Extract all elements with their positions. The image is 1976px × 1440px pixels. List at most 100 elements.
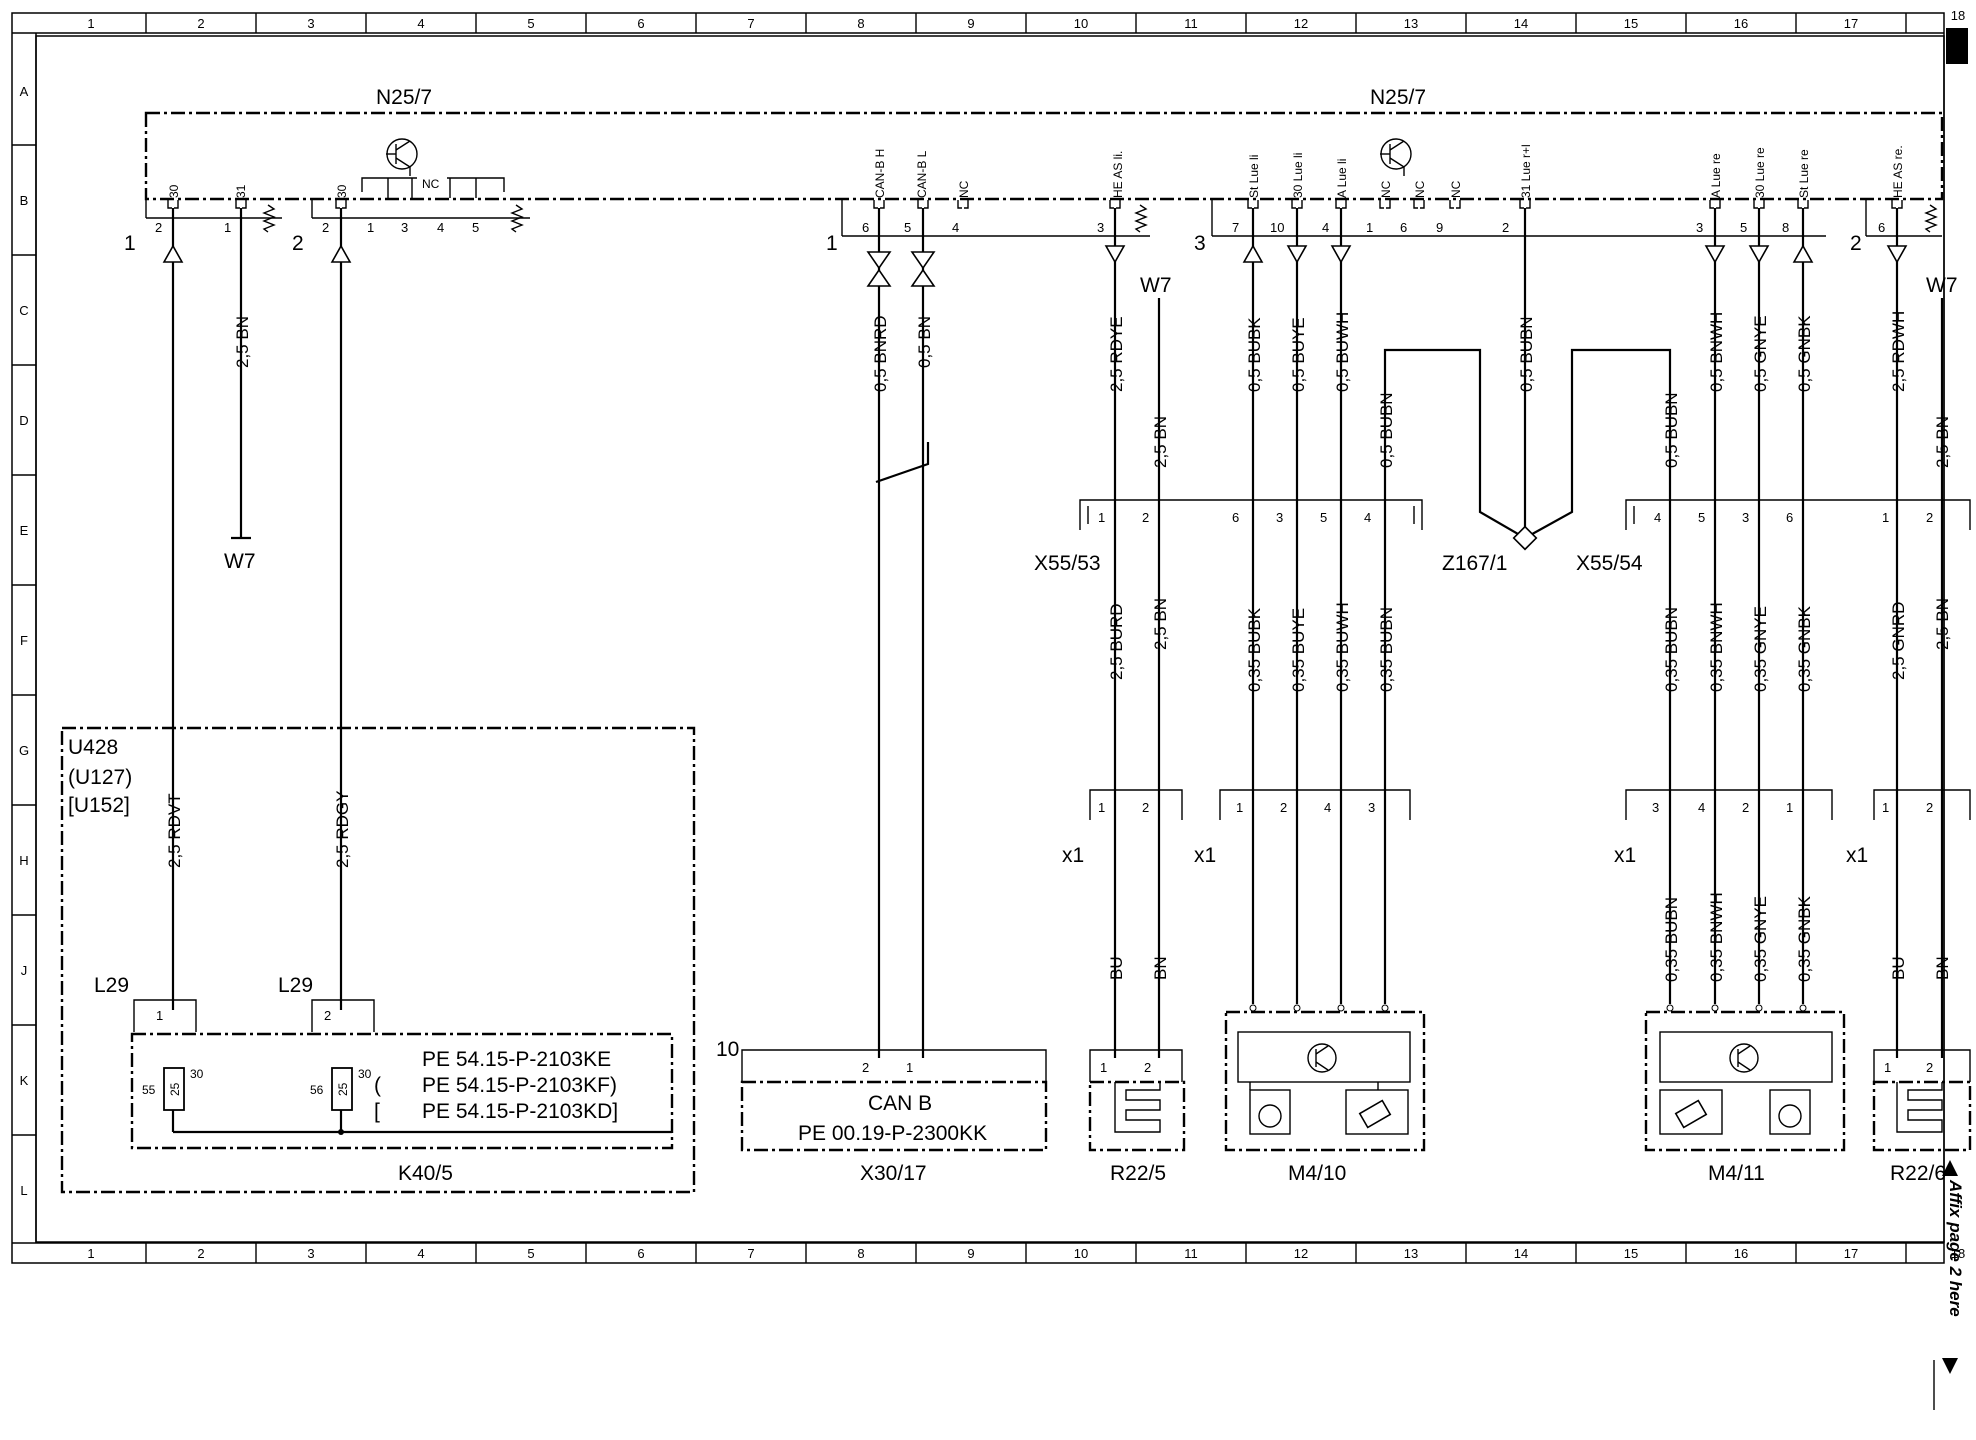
pin-label: St Lue re [1797,149,1811,198]
pin-number: 1 [1100,1060,1107,1075]
col-label: 7 [747,16,754,31]
pin-number: 3 [1368,800,1375,815]
r22-5-heater: 1 2 R22/5 [1088,1049,1186,1185]
row-label: D [19,413,28,428]
component-label-r22-5: R22/5 [1110,1162,1166,1185]
n25-7-module: N25/7 N25/7 1 2 1 3 2 [124,86,1944,255]
wire-label: 0,5 GNBK [1795,315,1814,392]
pin-number: 2 [322,220,329,235]
r22-6-heater: 1 2 R22/6 [1872,1049,1972,1185]
k40-5-relay: 30 55 25 30 56 25 PE 54.15-P-2103KE ( PE… [130,1032,674,1185]
wire-label: 0,5 GNYE [1751,315,1770,392]
wire-label: BU [1107,956,1126,980]
pin-label: NC [422,177,440,191]
pin-number: 3 [1652,800,1659,815]
pin-label: 30 Lue re [1753,147,1767,198]
connector-number: 2 [292,232,304,255]
wire-label: 0,35 GNBK [1795,895,1814,982]
reference-note: PE 54.15-P-2103KE [422,1048,611,1071]
pin-label: HE AS li. [1111,151,1125,198]
wire-label: 0,35 BNWH [1707,602,1726,692]
wire-label: 0,35 BNWH [1707,892,1726,982]
resistor-icon [1924,204,1938,233]
pin-number: 2 [155,220,162,235]
wire-label: 0,35 BUBN [1662,897,1681,982]
pin-number: 6 [1786,510,1793,525]
grid-column-labels: 1 2 3 4 5 6 7 8 9 10 11 12 13 14 15 16 1… [19,8,1965,1261]
col-label: 2 [197,16,204,31]
pin-number: 4 [437,220,444,235]
pin-number: 5 [1320,510,1327,525]
wire-label: BU [1889,956,1908,980]
transistor-icon [1729,1043,1759,1073]
wire-label: BN [1933,956,1952,980]
pin-number: 2 [324,1008,331,1023]
pin-label: CAN-B H [873,149,887,198]
pin-number: 2 [1502,220,1509,235]
pin-number: 1 [1236,800,1243,815]
wire-label: 0,5 BUBN [1662,392,1681,468]
component-label-u428: U428 [68,736,118,759]
col-label: 10 [1074,1246,1088,1261]
connector-number: 3 [1194,232,1206,255]
wire-label: 0,5 BN [915,316,934,368]
col-label: 16 [1734,16,1748,31]
pin-label: St Lue li [1247,155,1261,198]
m4-10-blower: M4/10 [1224,1004,1426,1185]
connector-number: 1 [826,232,838,255]
connector-x55-53: 1 2 6 3 5 4 X55/53 [1034,499,1423,575]
wire-label: 2,5 BN [1933,416,1952,468]
wire-label: 2,5 BN [1151,598,1170,650]
wire-label: 2,5 RDVT [165,793,184,868]
row-label: K [20,1073,29,1088]
pin-number: 4 [1364,510,1371,525]
pin-number: 2 [862,1060,869,1075]
side-note: Affix page 2 here [1946,1179,1965,1317]
pin-label: NC [957,180,971,198]
pin-number: 6 [1400,220,1407,235]
col-label: 8 [857,16,864,31]
pin-number: 4 [952,220,959,235]
pin-number: 6 [1878,220,1885,235]
pin-number: 1 [1786,800,1793,815]
col-label: 15 [1624,1246,1638,1261]
wire-label: 0,35 BUYE [1289,608,1308,692]
pin-label: 31 Lue r+l [1519,144,1533,198]
resistor-icon [262,204,276,233]
pin-number: 2 [1742,800,1749,815]
wire-label: 0,35 BUBN [1662,607,1681,692]
row-label: L [20,1183,27,1198]
col-label: 12 [1294,16,1308,31]
relay-pin-number: 30 [190,1067,204,1081]
col-label: 13 [1404,16,1418,31]
col-label: 17 [1844,16,1858,31]
component-label-m4-10: M4/10 [1288,1162,1346,1185]
pin-number: 4 [1698,800,1705,815]
pin-label: A Lue li [1335,159,1349,198]
relay-pin-number: 25 [168,1082,182,1096]
component-label-n25-left: N25/7 [376,86,432,109]
arrow-up-icon [1942,1160,1958,1176]
nc-bracket: NC [361,176,505,198]
transistor-icon [1380,138,1412,176]
pin-number: 5 [472,220,479,235]
reference-bracket: [ [374,1100,380,1123]
wire-label: 0,35 BUBN [1377,607,1396,692]
pin-number: 4 [1324,800,1331,815]
col-label: 4 [417,1246,424,1261]
col-label: 15 [1624,16,1638,31]
fuse-label-l29: L29 [94,974,129,997]
col-label: 2 [197,1246,204,1261]
col-label: 3 [307,1246,314,1261]
wire-label: 2,5 RDWH [1889,311,1908,392]
col-label: 3 [307,16,314,31]
wire-label: 0,35 GNBK [1795,605,1814,692]
col-label: 10 [1074,16,1088,31]
pin-number: 3 [401,220,408,235]
connector-number: 1 [124,232,136,255]
wire-label: 0,35 BUWH [1333,602,1352,692]
pin-number: 4 [1654,510,1661,525]
connector-number: 2 [1850,232,1862,255]
wire-label: 0,35 GNYE [1751,896,1770,982]
wire-label: 0,5 BUBK [1245,317,1264,392]
